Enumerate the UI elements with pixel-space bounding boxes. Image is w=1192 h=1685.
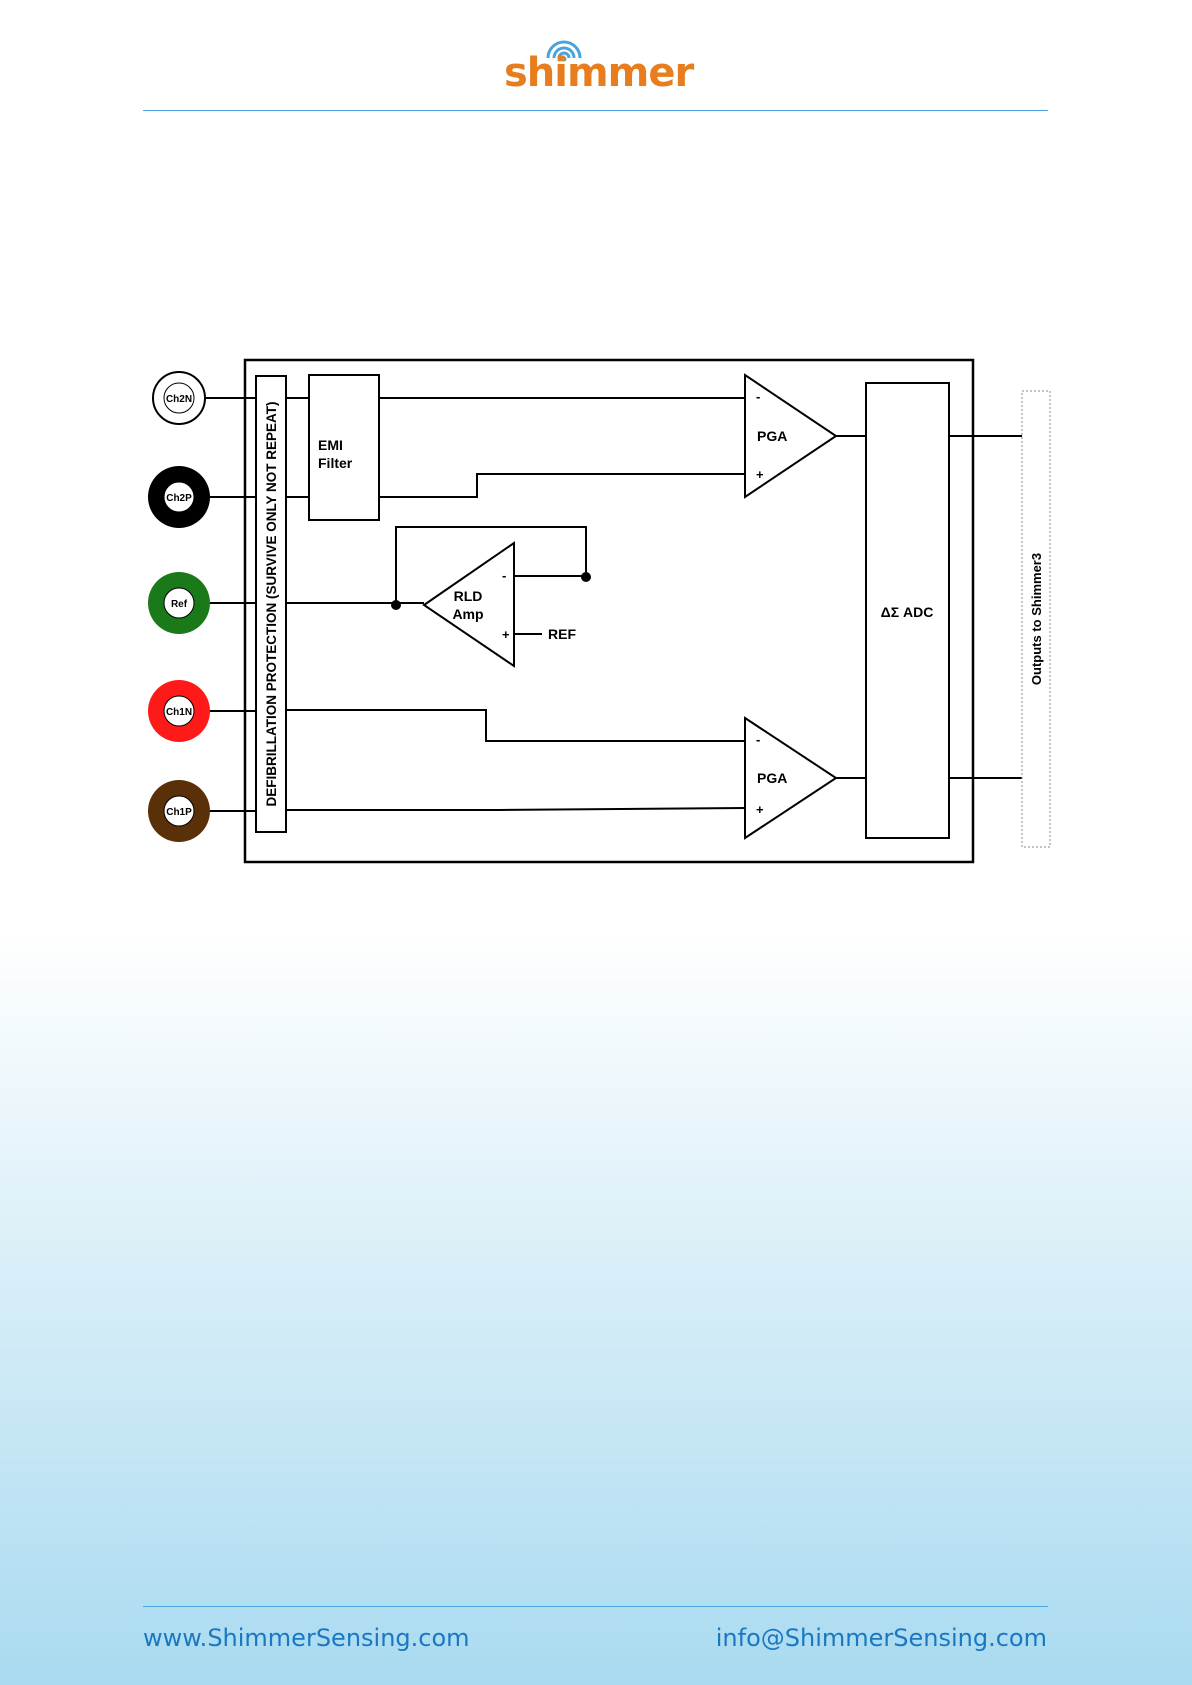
pga-top-minus: -: [756, 389, 760, 404]
connector-ch2n: Ch2N: [153, 372, 205, 424]
input-leads: [205, 398, 256, 811]
outputs-label: Outputs to Shimmer3: [1029, 553, 1044, 685]
rld-amp-minus: -: [502, 568, 506, 583]
adc-label: ΔΣ ADC: [881, 604, 934, 620]
website-link[interactable]: www.ShimmerSensing.com: [143, 1624, 470, 1652]
connector-label: Ch1N: [166, 707, 192, 718]
connector-label: Ch2N: [166, 394, 192, 405]
pga-top-plus: +: [756, 467, 764, 482]
emi-filter-label-line1: EMI: [318, 437, 343, 453]
junction-dot: [391, 600, 401, 610]
email-link[interactable]: info@ShimmerSensing.com: [716, 1624, 1047, 1652]
rld-amp-plus: +: [502, 627, 510, 642]
connector-label: Ch1P: [166, 807, 192, 818]
connector-ch1n: Ch1N: [148, 680, 210, 742]
connector-ch2p: Ch2P: [148, 466, 210, 528]
connector-ch1p: Ch1P: [148, 780, 210, 842]
connector-label: Ref: [171, 599, 188, 610]
rld-amplifier: [424, 543, 514, 666]
connector-label: Ch2P: [166, 493, 192, 504]
defibrillation-protection-label: DEFIBRILLATION PROTECTION (SURVIVE ONLY …: [264, 401, 279, 806]
footer-divider: [143, 1606, 1048, 1607]
connector-ref: Ref: [148, 572, 210, 634]
pga-bottom-minus: -: [756, 732, 760, 747]
rld-ref-label: REF: [548, 626, 576, 642]
pga-top-label: PGA: [757, 428, 787, 444]
emi-filter-label-line2: Filter: [318, 455, 353, 471]
rld-amp-label-line1: RLD: [454, 588, 483, 604]
rld-amp-label-line2: Amp: [452, 606, 483, 622]
junction-dot: [581, 572, 591, 582]
pga-bottom-label: PGA: [757, 770, 787, 786]
pga-bottom-plus: +: [756, 802, 764, 817]
